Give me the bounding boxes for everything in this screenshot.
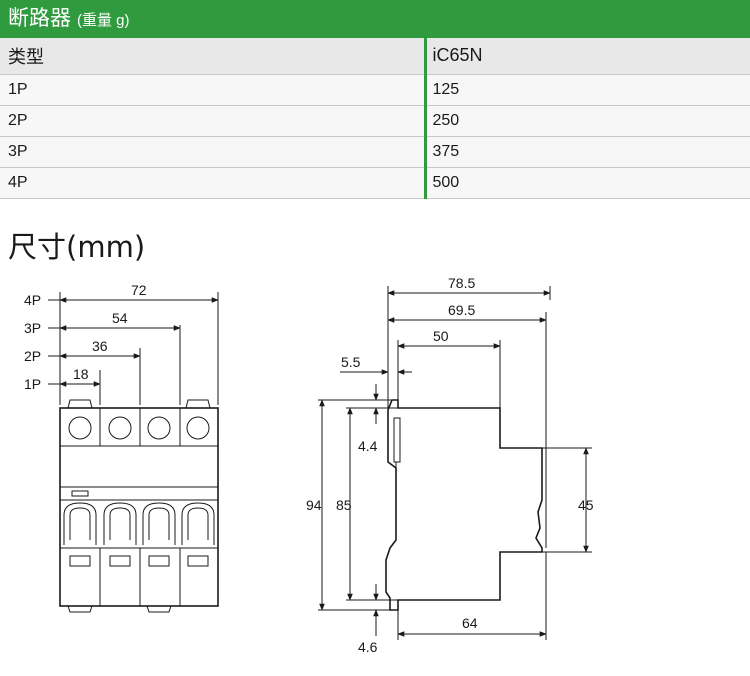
front-view [48, 292, 219, 613]
row-pole: 3P [0, 136, 425, 168]
side-dim-4-6: 4.6 [358, 639, 378, 655]
side-dim-69-5: 69.5 [448, 302, 475, 318]
row-weight: 125 [423, 74, 750, 106]
side-dim-85: 85 [336, 497, 352, 513]
row-weight: 250 [423, 105, 750, 137]
side-dim-4-4: 4.4 [358, 438, 378, 454]
side-dim-78-5: 78.5 [448, 275, 475, 291]
side-dim-50: 50 [433, 328, 449, 344]
weight-unit-label: (重量 g) [77, 12, 130, 29]
table-row: 2P 250 [0, 105, 750, 137]
side-dim-64: 64 [462, 615, 478, 631]
weight-table: 类型 iC65N 1P 125 2P 250 3P 375 4P 500 [0, 38, 750, 199]
pole-label-1p: 1P [24, 376, 41, 392]
row-weight: 500 [423, 167, 750, 199]
row-pole: 2P [0, 105, 425, 137]
table-header-row: 类型 iC65N [0, 38, 750, 75]
width-1p: 18 [73, 366, 89, 382]
row-pole: 1P [0, 74, 425, 106]
header-model: iC65N [423, 38, 750, 75]
width-2p: 36 [92, 338, 108, 354]
product-title: 断路器 [8, 7, 71, 30]
side-dim-45: 45 [578, 497, 594, 513]
title-bar: 断路器 (重量 g) [0, 0, 750, 38]
dimensions-heading: 尺寸(mm) [8, 230, 146, 264]
table-row: 4P 500 [0, 167, 750, 199]
width-4p: 72 [131, 282, 147, 298]
header-type: 类型 [0, 38, 425, 75]
row-pole: 4P [0, 167, 425, 199]
table-row: 3P 375 [0, 136, 750, 168]
pole-label-4p: 4P [24, 292, 41, 308]
pole-label-3p: 3P [24, 320, 41, 336]
width-3p: 54 [112, 310, 128, 326]
pole-label-2p: 2P [24, 348, 41, 364]
table-row: 1P 125 [0, 74, 750, 106]
side-view [318, 286, 592, 640]
side-dim-94: 94 [306, 497, 322, 513]
row-weight: 375 [423, 136, 750, 168]
side-dim-5-5: 5.5 [341, 354, 361, 370]
